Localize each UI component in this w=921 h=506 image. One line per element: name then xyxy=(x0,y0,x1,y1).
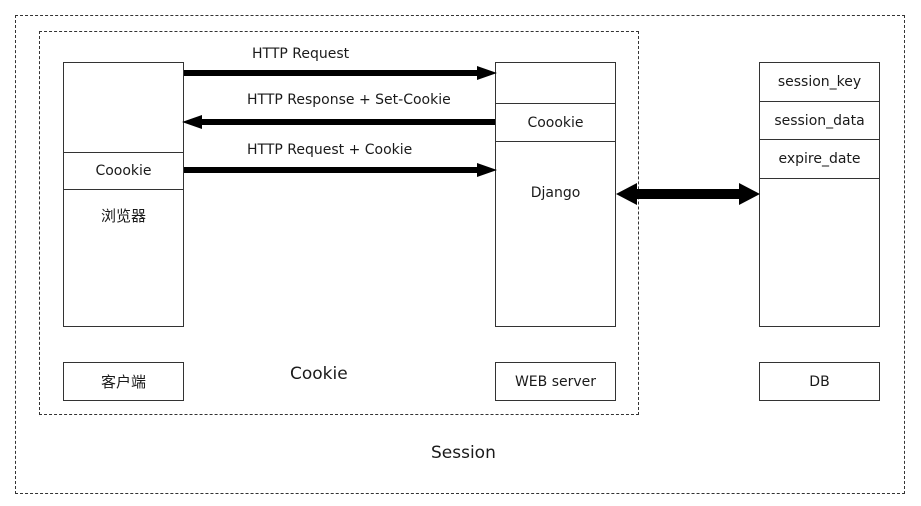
server-cookie-cell: Coookie xyxy=(496,103,615,142)
server-caption-box: WEB server xyxy=(495,362,616,401)
request-cookie-label: HTTP Request + Cookie xyxy=(247,142,413,158)
client-caption-cell: 客户端 xyxy=(64,363,183,400)
client-caption: 客户端 xyxy=(100,373,146,391)
db-field-session-key: session_key xyxy=(760,63,879,102)
request-cookie-arrow xyxy=(184,163,497,177)
request-arrow xyxy=(184,66,497,80)
db-field-session-data: session_data xyxy=(760,102,879,140)
cookie-frame xyxy=(39,31,639,415)
response-arrow xyxy=(182,115,495,129)
session-zone-label: Session xyxy=(431,443,496,463)
session-frame xyxy=(15,15,905,494)
response-label: HTTP Response + Set-Cookie xyxy=(247,92,451,108)
db-field-label: expire_date xyxy=(778,151,861,167)
request-label: HTTP Request xyxy=(252,46,350,62)
db-box: session_key session_data expire_date xyxy=(759,62,880,327)
server-django-label: Django xyxy=(530,185,581,201)
client-browser-box: Coookie 浏览器 xyxy=(63,62,184,327)
db-field-expire-date: expire_date xyxy=(760,140,879,179)
server-cookie-label: Coookie xyxy=(527,114,584,131)
db-caption: DB xyxy=(809,373,830,390)
server-box: Coookie Django xyxy=(495,62,616,327)
server-caption-cell: WEB server xyxy=(496,363,615,400)
db-caption-box: DB xyxy=(759,362,880,401)
db-field-label: session_key xyxy=(777,74,862,90)
server-db-double-arrow xyxy=(616,183,760,205)
client-cookie-cell: Coookie xyxy=(64,152,183,190)
db-caption-cell: DB xyxy=(760,363,879,400)
server-caption: WEB server xyxy=(514,373,597,390)
db-field-label: session_data xyxy=(774,112,865,129)
client-caption-box: 客户端 xyxy=(63,362,184,401)
client-browser-label: 浏览器 xyxy=(100,207,146,225)
cookie-zone-label: Cookie xyxy=(290,364,348,384)
client-cookie-label: Coookie xyxy=(95,163,152,179)
